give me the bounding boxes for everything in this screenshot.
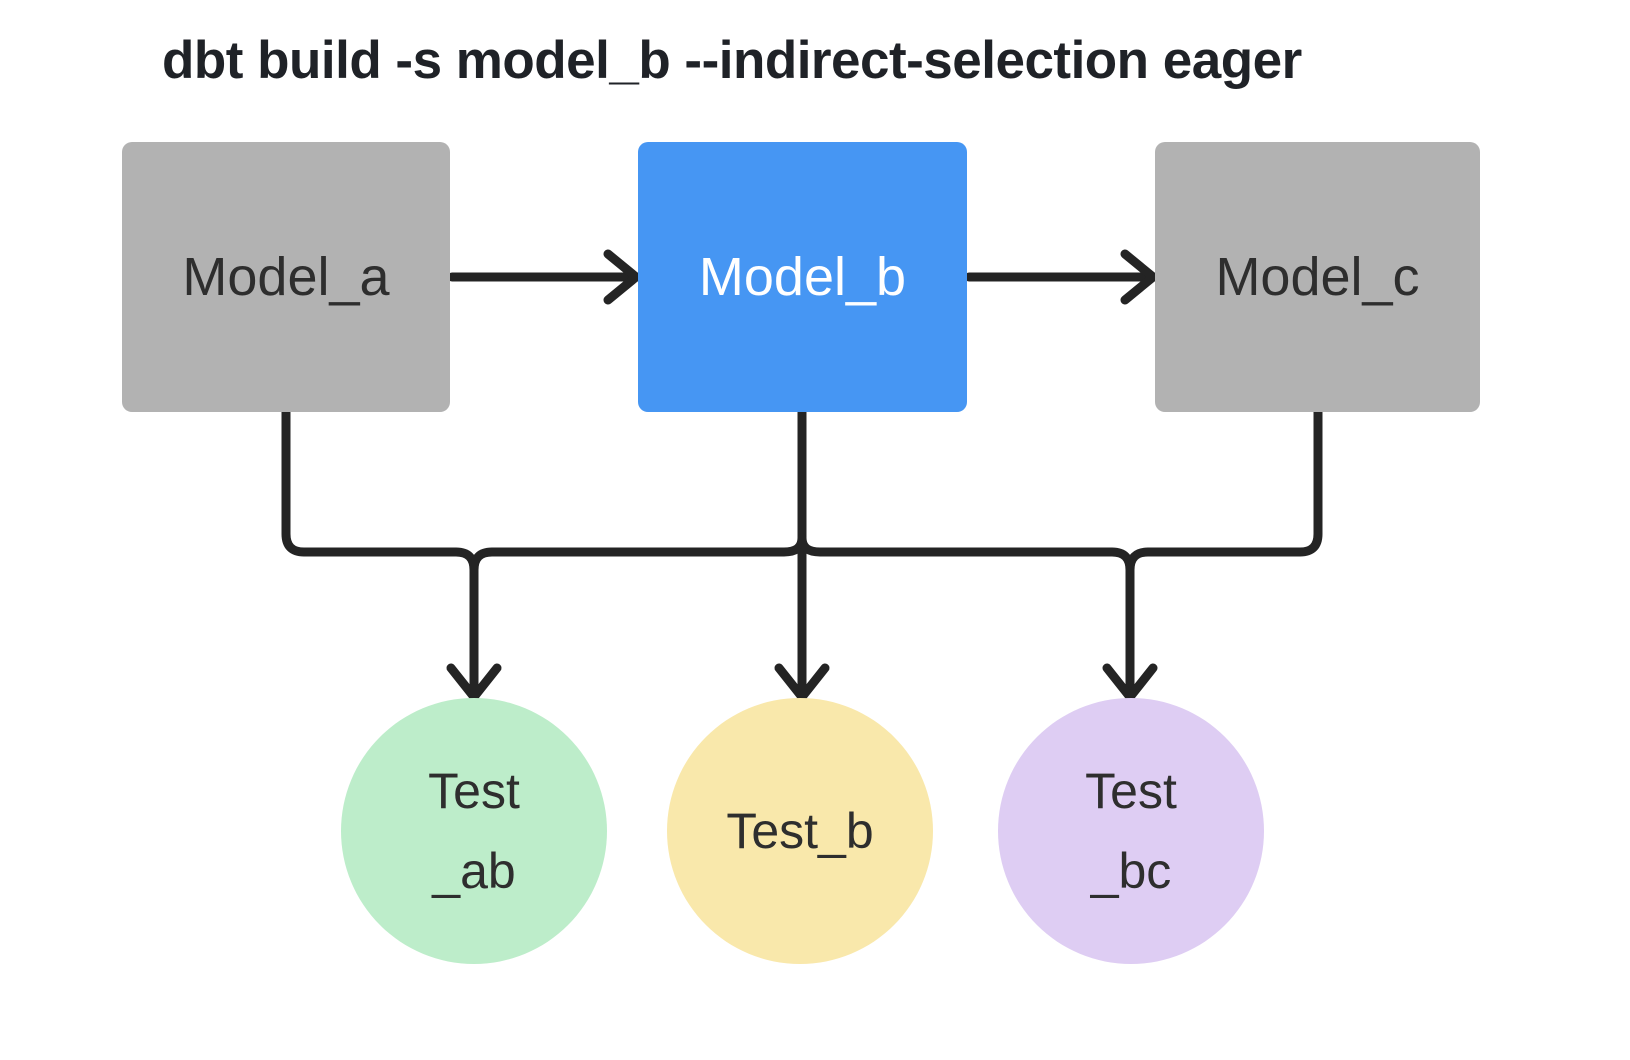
edge-model-a-to-test-ab xyxy=(281,407,479,702)
arrowhead-into-test-b-icon xyxy=(774,663,830,702)
node-model-b-label: Model_b xyxy=(698,247,907,307)
arrowhead-into-test-ab-icon xyxy=(446,663,502,702)
edge-model-b-to-test-bc xyxy=(797,533,1135,575)
node-model-a-label: Model_a xyxy=(182,247,390,307)
node-test-bc: Test _bc xyxy=(998,698,1264,964)
node-test-ab: Test _ab xyxy=(341,698,607,964)
node-test-bc-label-line2: _bc xyxy=(1090,843,1172,899)
node-test-b-label-line1: Test_b xyxy=(726,803,874,859)
node-model-b-selected: Model_b xyxy=(638,142,967,412)
node-test-ab-label-line1: Test xyxy=(428,763,520,819)
node-test-b: Test_b xyxy=(667,698,933,964)
node-model-c: Model_c xyxy=(1155,142,1480,412)
node-model-a: Model_a xyxy=(122,142,450,412)
node-test-ab-label-line2: _ab xyxy=(432,843,516,899)
edges-group xyxy=(281,249,1323,702)
arrowhead-into-model-b-icon xyxy=(603,249,641,305)
node-test-bc-label-line1: Test xyxy=(1085,763,1177,819)
arrowhead-into-test-bc-icon xyxy=(1102,663,1158,702)
arrowhead-into-model-c-icon xyxy=(1120,249,1158,305)
diagram-title: dbt build -s model_b --indirect-selectio… xyxy=(162,31,1302,90)
node-model-c-label: Model_c xyxy=(1215,247,1420,307)
edge-model-b-to-test-ab xyxy=(469,533,807,575)
edge-model-c-to-test-bc xyxy=(1125,407,1323,702)
